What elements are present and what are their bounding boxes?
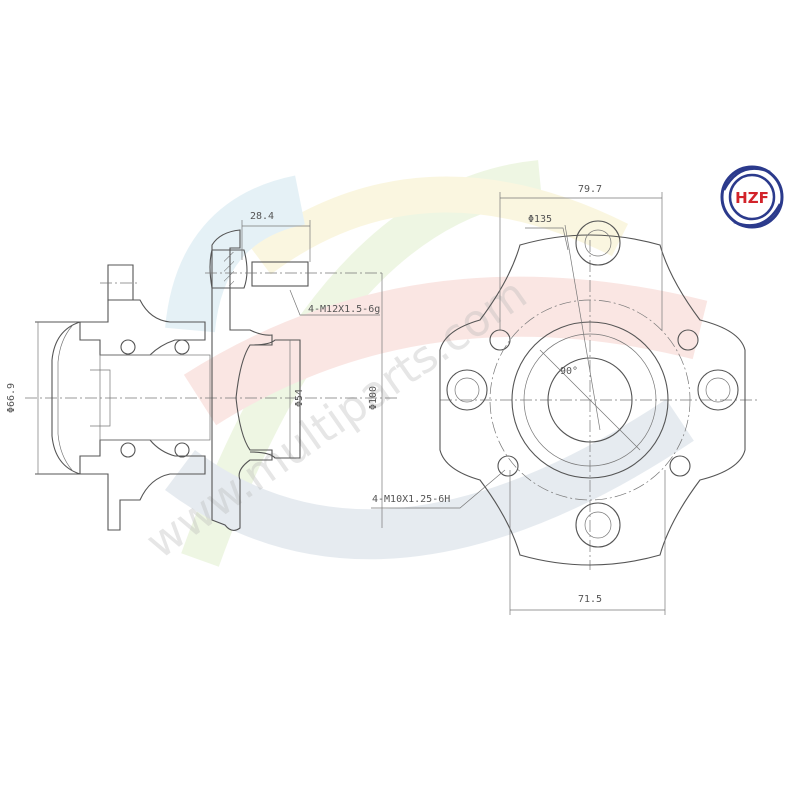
hole-thread-label: 4-M10X1.25-6H	[372, 494, 450, 505]
stud-thread-label: 4-M12X1.5-6g	[308, 304, 380, 315]
mounting-hole	[489, 329, 699, 477]
watermark-arcs	[165, 160, 708, 567]
front-view	[439, 220, 760, 570]
hzf-logo: HZF	[720, 165, 784, 229]
front-view-dimensions: 79.7 Φ135 90° 4-M10X1.25-6H 71.5	[371, 184, 666, 615]
stud-boss	[446, 220, 739, 548]
flange-diameter-label: Φ100	[368, 386, 379, 410]
width-top-label: 79.7	[578, 184, 602, 195]
pilot-diameter-label: Φ54	[294, 389, 305, 407]
logo-text: HZF	[735, 189, 769, 207]
angle-label: 90°	[560, 366, 578, 377]
side-view	[25, 229, 400, 531]
width-bottom-label: 71.5	[578, 594, 602, 605]
stud-length-label: 28.4	[250, 211, 274, 222]
bore-diameter-label: Φ66.9	[6, 383, 17, 413]
bolt-circle-label: Φ135	[528, 214, 552, 225]
side-view-dimensions: 28.4 4-M12X1.5-6g Φ100 Φ54 Φ66.9	[6, 211, 383, 528]
